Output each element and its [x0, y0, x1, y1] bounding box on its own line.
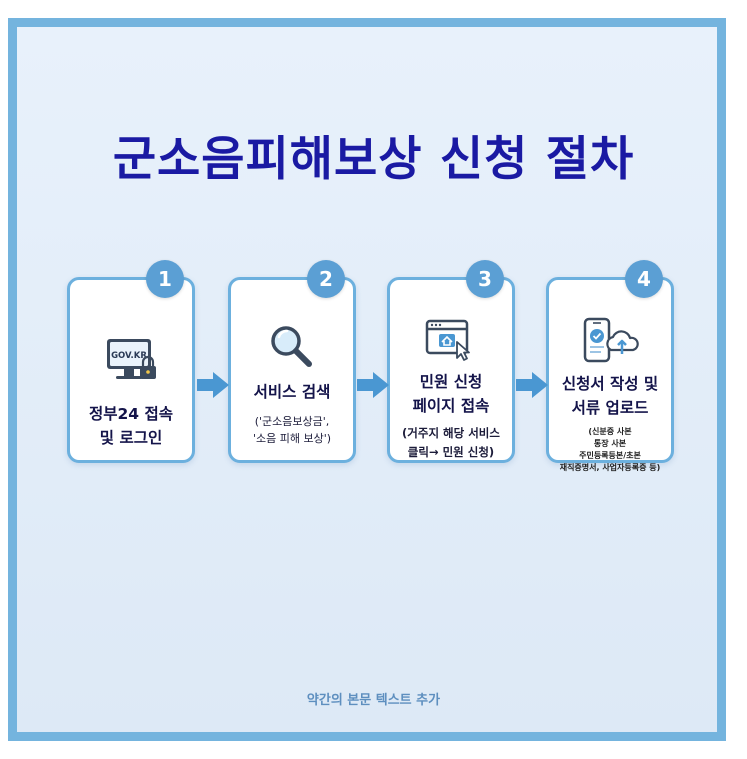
locked-computer-icon: GOV.KR	[70, 336, 192, 392]
step-title-1: 정부24 접속 및 로그인	[88, 405, 173, 447]
step-title-3: 민원 신청 페이지 접속	[412, 373, 490, 415]
footer-text: 약간의 본문 텍스트 추가	[306, 693, 441, 708]
gov-kr-logo-text: GOV.KR	[111, 351, 147, 361]
arrow-right-icon	[516, 372, 548, 398]
step-sub-3: (거주지 해당 서비스 클릭→ 민원 신청)	[402, 426, 500, 459]
step-title-2: 서비스 검색	[253, 383, 331, 401]
magnifier-icon	[231, 322, 353, 376]
arrow-right-icon	[357, 372, 389, 398]
browser-home-cursor-icon	[390, 318, 512, 366]
step-card-2: 2 서비스 검색 ('군소음보상금', '소음 피해 보상')	[228, 260, 356, 463]
step-badge-4: 4	[625, 260, 663, 298]
step-card-4: 4 신청서 작성 및 서류 업로드 (신분증 사본 통장 사본 주민등록등본/초…	[546, 260, 674, 472]
step-badge-2: 2	[307, 260, 345, 298]
step-badge-3: 3	[466, 260, 504, 298]
arrow-right-icon	[197, 372, 229, 398]
step-card-1: 1 GOV.KR 정부24 접속 및 로그인	[67, 260, 195, 463]
step-badge-1: 1	[146, 260, 184, 298]
step-sub-4: (신분증 사본 통장 사본 주민등록등본/초본 재직증명서, 사업자등록증 등)	[559, 427, 661, 472]
step-sub-2: ('군소음보상금', '소음 피해 보상')	[252, 415, 332, 445]
phone-cloud-upload-icon	[549, 316, 671, 370]
page-title: 군소음피해보상 신청 절차	[112, 132, 635, 187]
step-title-4: 신청서 작성 및 서류 업로드	[561, 375, 659, 417]
step-card-3: 3 민원 신청 페이지 접속 (거주지 해당 서비스 클릭→ 민원 신청)	[387, 260, 515, 463]
